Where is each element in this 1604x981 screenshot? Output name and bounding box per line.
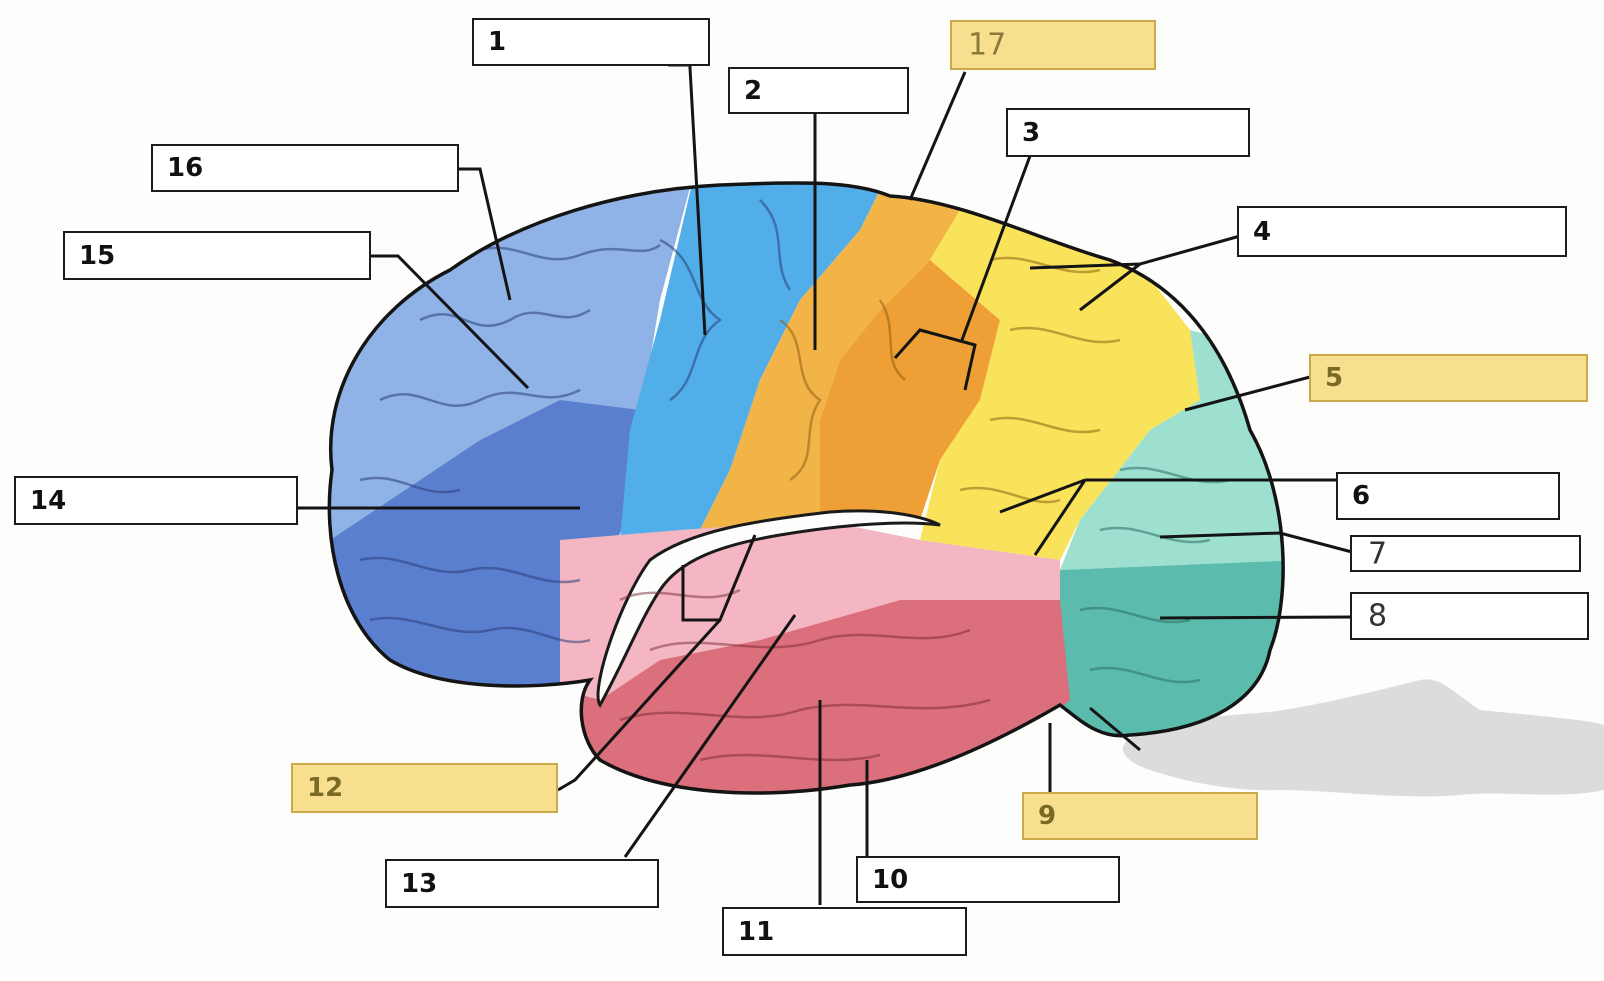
leader-16 xyxy=(457,167,512,301)
leader-15 xyxy=(370,254,530,390)
label-14[interactable]: 14 xyxy=(14,476,298,525)
label-16[interactable]: 16 xyxy=(151,144,459,192)
region-parietal xyxy=(920,210,1200,560)
label-1[interactable]: 1 xyxy=(472,18,710,66)
label-9-number: 9 xyxy=(1038,801,1057,831)
leader-4 xyxy=(1029,234,1241,312)
label-8[interactable]: 8 xyxy=(1350,592,1589,640)
leader-13 xyxy=(623,614,797,858)
region-temporal-lower xyxy=(560,600,1070,793)
leader-8 xyxy=(1159,615,1353,620)
leader-lines xyxy=(297,63,1353,905)
lateral-fissure xyxy=(596,509,941,708)
leader-7 xyxy=(1159,531,1353,554)
leader-6 xyxy=(999,478,1338,556)
label-6-number: 6 xyxy=(1352,481,1371,511)
label-5-number: 5 xyxy=(1325,363,1344,393)
label-12[interactable]: 12 xyxy=(291,763,558,813)
gyri-texture xyxy=(359,199,792,644)
label-10-number: 10 xyxy=(872,864,909,895)
label-6[interactable]: 6 xyxy=(1336,472,1560,520)
label-9[interactable]: 9 xyxy=(1022,792,1258,840)
label-7-handwritten: 7 xyxy=(1368,536,1388,571)
region-motor xyxy=(620,182,900,540)
label-11-number: 11 xyxy=(738,916,775,947)
label-1-number: 1 xyxy=(488,27,507,57)
label-2-number: 2 xyxy=(744,75,763,106)
label-10[interactable]: 10 xyxy=(856,856,1120,903)
leader-17 xyxy=(908,71,967,201)
label-14-number: 14 xyxy=(30,485,67,516)
leader-bracket xyxy=(681,534,757,622)
label-11[interactable]: 11 xyxy=(722,907,967,956)
label-17-handwritten: 17 xyxy=(968,27,1007,63)
label-12-number: 12 xyxy=(307,773,344,803)
leader-5 xyxy=(1184,375,1311,412)
leader-9 xyxy=(1048,706,1141,793)
label-13[interactable]: 13 xyxy=(385,859,659,908)
label-2[interactable]: 2 xyxy=(728,67,909,114)
label-7[interactable]: 7 xyxy=(1350,535,1581,572)
label-15-number: 15 xyxy=(79,240,116,271)
label-3-number: 3 xyxy=(1022,117,1041,148)
label-17[interactable]: 17 xyxy=(950,20,1156,70)
label-15[interactable]: 15 xyxy=(63,231,371,280)
label-16-number: 16 xyxy=(167,153,204,183)
region-supramarginal xyxy=(820,260,1000,520)
label-4[interactable]: 4 xyxy=(1237,206,1567,257)
region-frontal-lower xyxy=(329,400,640,720)
label-13-number: 13 xyxy=(401,868,438,899)
cerebellum-shadow xyxy=(1123,679,1604,797)
label-4-number: 4 xyxy=(1253,216,1272,247)
label-3[interactable]: 3 xyxy=(1006,108,1250,157)
leader-3 xyxy=(893,155,1032,391)
leader-12 xyxy=(557,618,722,792)
region-postcentral xyxy=(700,182,960,530)
label-8-handwritten: 8 xyxy=(1368,598,1388,634)
label-5[interactable]: 5 xyxy=(1309,354,1588,402)
